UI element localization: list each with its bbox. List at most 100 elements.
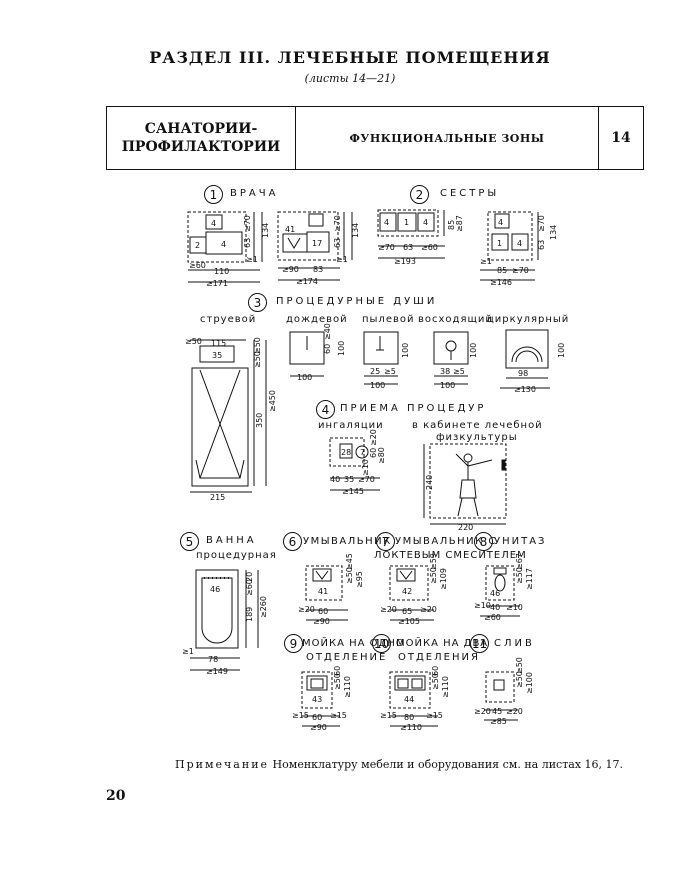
section-num-11: 11 xyxy=(470,634,489,653)
dim-3-3: ≥50 xyxy=(253,337,262,354)
dim-7-4: ≥20 xyxy=(380,605,397,614)
dim-5-5: 78 xyxy=(208,655,218,664)
dim-3-18: 100 xyxy=(440,381,455,390)
dim-3-15: 100 xyxy=(401,343,410,358)
dim-3-20: 98 xyxy=(518,369,528,378)
dim-6-3: ≥95 xyxy=(355,571,364,588)
dim-1b-3: 83 xyxy=(313,265,323,274)
dim-2a-4: 63 xyxy=(403,243,413,252)
dim-10-5: 80 xyxy=(404,713,414,722)
dim-9-2: 60 xyxy=(333,666,342,676)
dim-9-4: ≥15 xyxy=(292,711,309,720)
plan-washbasin-elbow: 42 ≥50 ≥59 ≥109 ≥20 65 ≥20 ≥105 xyxy=(380,553,448,626)
dim-3-13: ≥5 xyxy=(384,367,396,376)
header-cell-sheet: 14 xyxy=(611,130,631,146)
category-line1: САНАТОРИИ- xyxy=(144,121,258,137)
section-num-3: 3 xyxy=(248,293,267,312)
dim-3-2: 35 xyxy=(212,351,222,360)
dim-6-2: ≥45 xyxy=(345,553,354,570)
dim-3-9: ≥40 xyxy=(323,323,332,340)
dim-1a-1: 2 xyxy=(195,241,200,250)
dim-8-5: 40 xyxy=(490,603,500,612)
dim-8-1: ≥50 xyxy=(515,567,524,584)
dim-6-6: ≥90 xyxy=(313,617,330,626)
section-sub-4a: ингаляции xyxy=(318,420,384,431)
section-sub-7: ЛОКТЕВЫМ СМЕСИТЕЛЕМ xyxy=(374,550,527,561)
dim-7-7: ≥105 xyxy=(398,617,420,626)
dim-2a-8: ≥87 xyxy=(455,215,464,232)
dim-2a-6: ≥193 xyxy=(394,257,416,266)
dim-3-22: 100 xyxy=(557,343,566,358)
footnote-text: Номенклатуру мебели и оборудования см. н… xyxy=(272,758,624,771)
shower-label-1: струевой xyxy=(200,314,257,325)
dim-5-3: 189 xyxy=(245,607,254,622)
dim-1a-9: ≥1 xyxy=(246,255,258,264)
section-num-6: 6 xyxy=(283,532,302,551)
dim-2b-7: ≥70 xyxy=(537,215,546,232)
dim-2a-0: 4 xyxy=(384,218,389,227)
dim-11-1: ≥50 xyxy=(515,657,524,674)
dim-3-16: 38 xyxy=(440,367,450,376)
dim-7-1: ≥50 xyxy=(429,567,438,584)
dim-11-2: ≥100 xyxy=(525,672,534,694)
dim-8-0: 46 xyxy=(490,589,500,598)
dim-1a-5: ≥171 xyxy=(206,279,228,288)
dim-1a-6: 63 xyxy=(243,238,252,248)
footnote: Примечание Номенклатуру мебели и оборудо… xyxy=(175,758,623,771)
dim-1a-3: ≥60 xyxy=(189,261,206,270)
dim-2b-3: 85 xyxy=(497,266,507,275)
plan-jet-shower: ≥50 115 35 ≥50 ≥50 350 ≥450 215 xyxy=(185,337,277,502)
dim-4-9: ≥145 xyxy=(342,487,364,496)
dim-11-3: ≥20 xyxy=(474,707,491,716)
dim-4-0: 28 xyxy=(341,448,351,457)
plan-doctor-b: 41 17 ≥90 83 ≥174 63 ≥70 134 ≥1 xyxy=(277,211,360,286)
plan-dust-shower: 25 ≥5 100 100 xyxy=(363,331,410,390)
dim-5-7: ≥1 xyxy=(182,647,194,656)
section-title-6: УМЫВАЛЬНИК xyxy=(303,536,392,547)
shower-label-3: пылевой xyxy=(362,314,415,325)
dim-3-6: ≥450 xyxy=(268,390,277,412)
dim-10-3: ≥110 xyxy=(441,676,450,698)
dim-3-5: 350 xyxy=(255,413,264,428)
section-title-9: МОЙКА НА ОДНО xyxy=(302,638,405,649)
dim-4-8: ≥70 xyxy=(358,475,375,484)
dim-8-6: ≥10 xyxy=(506,603,523,612)
plan-nurse-b: 4 1 4 85 ≥70 ≥146 63 ≥70 134 ≥1 xyxy=(480,211,558,287)
dim-1b-5: 63 xyxy=(333,238,342,248)
dim-3-19: 100 xyxy=(469,343,478,358)
dim-3-11: 100 xyxy=(297,373,312,382)
dim-2b-8: 134 xyxy=(549,225,558,240)
footnote-label: Примечание xyxy=(175,758,270,771)
shower-label-2: дождевой xyxy=(286,314,348,325)
dim-3-17: ≥5 xyxy=(453,367,465,376)
dim-6-1: ≥50 xyxy=(345,567,354,584)
dim-1b-2: ≥90 xyxy=(282,265,299,274)
dim-4-2: 60 xyxy=(369,448,378,458)
plan-rain-shower: 60 ≥40 100 100 xyxy=(289,323,346,382)
dim-11-6: ≥85 xyxy=(490,717,507,726)
dim-7-3: ≥109 xyxy=(439,568,448,590)
dim-9-3: ≥110 xyxy=(343,676,352,698)
section-title-8: УНИТАЗ xyxy=(494,536,547,547)
dim-2b-1: 1 xyxy=(497,239,502,248)
dim-4-3: ≥80 xyxy=(377,447,386,464)
section-title-2: СЕСТРЫ xyxy=(440,188,500,199)
dim-4-7: 35 xyxy=(344,475,354,484)
dim-2b-5: ≥146 xyxy=(490,278,512,287)
dim-3-12: 25 xyxy=(370,367,380,376)
section-num-5: 5 xyxy=(180,532,199,551)
page-title: РАЗДЕЛ III. ЛЕЧЕБНЫЕ ПОМЕЩЕНИЯ xyxy=(149,48,551,67)
section-sub-10: ОТДЕЛЕНИЯ xyxy=(398,652,480,663)
plan-doctor-a: 4 2 4 ≥60 110 ≥171 63 ≥70 134 ≥1 xyxy=(187,211,270,288)
dim-10-2: 60 xyxy=(431,666,440,676)
dim-10-7: ≥110 xyxy=(400,723,422,732)
dim-9-5: 60 xyxy=(312,713,322,722)
category-line2: ПРОФИЛАКТОРИИ xyxy=(121,139,281,155)
section-title-10: МОЙКА НА ДВА xyxy=(396,638,489,649)
plan-drain: ≥50 ≥50 ≥100 ≥20 45 ≥20 ≥85 xyxy=(474,657,534,726)
dim-2b-6: 63 xyxy=(537,240,546,250)
dim-1a-2: 4 xyxy=(221,240,226,249)
header-cell-category: САНАТОРИИ- ПРОФИЛАКТОРИИ xyxy=(107,107,296,169)
dim-4-10: 240 xyxy=(425,475,434,490)
dim-3-1: 115 xyxy=(211,339,226,348)
